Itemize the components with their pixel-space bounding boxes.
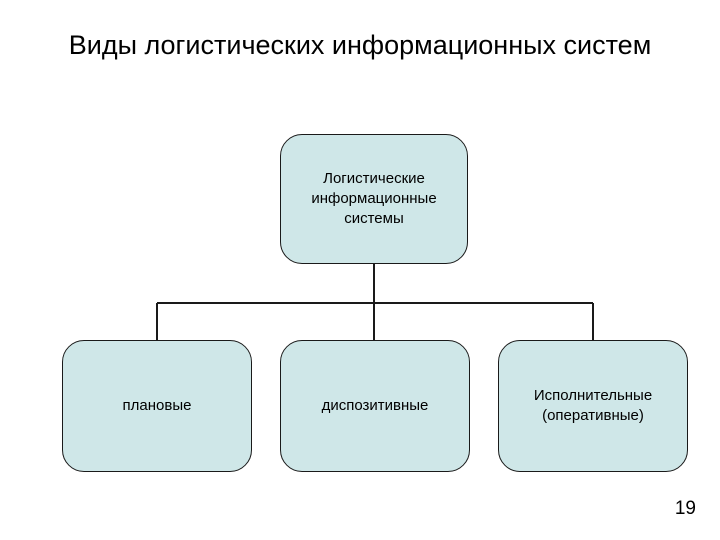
diagram-node-ispolnitelnye-label: Исполнительные (оперативные) <box>533 387 653 424</box>
page-title: Виды логистических информационных систем <box>68 30 652 60</box>
diagram-node-planovye-label: плановые <box>122 397 192 414</box>
diagram-node-dispozitivnye-label: диспозитивные <box>321 397 429 414</box>
page-number: 19 <box>674 498 696 519</box>
diagram-node-dispozitivnye: диспозитивные <box>280 340 470 472</box>
diagram-node-root: Логистические информационные системы <box>280 134 468 264</box>
diagram-node-ispolnitelnye: Исполнительные (оперативные) <box>498 340 688 472</box>
diagram-node-root-label: Логистические информационные системы <box>311 170 437 227</box>
diagram-node-planovye: плановые <box>62 340 252 472</box>
